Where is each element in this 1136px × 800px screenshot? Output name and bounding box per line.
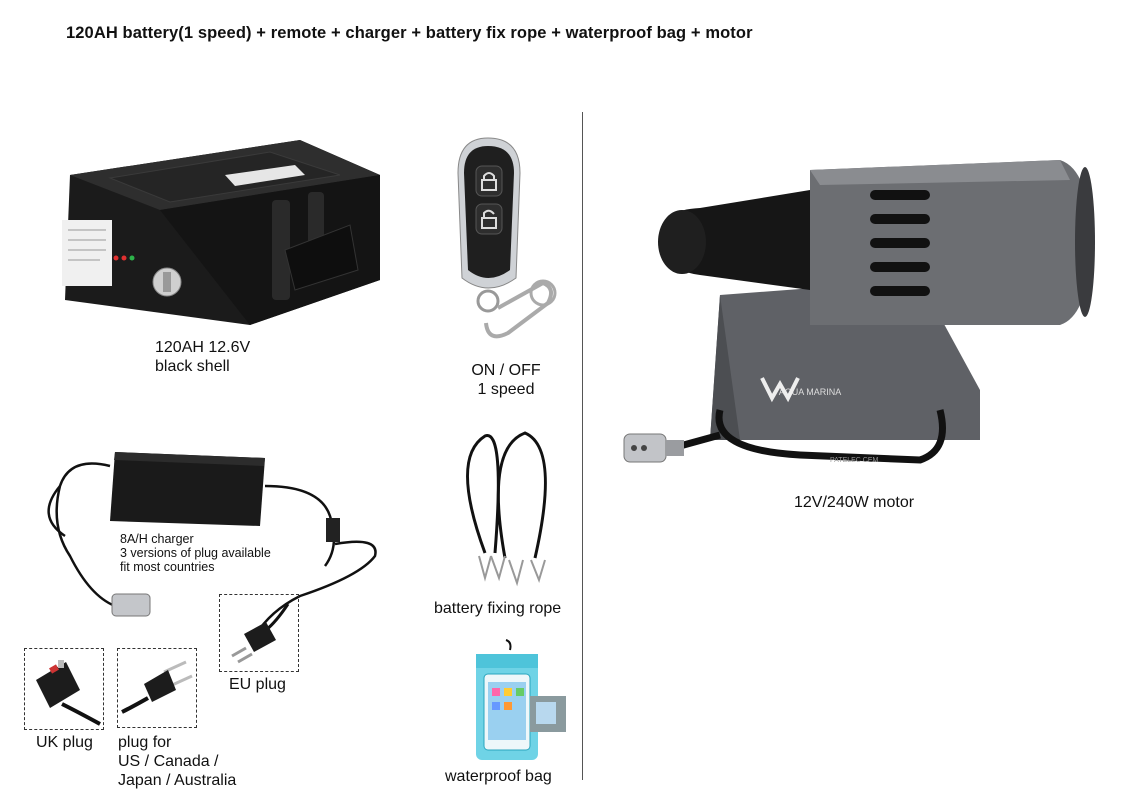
charger-compat: fit most countries xyxy=(120,560,215,574)
battery-spec: 120AH 12.6V xyxy=(155,339,251,356)
remote-control-image xyxy=(457,137,557,339)
uk-plug-label: UK plug xyxy=(36,734,93,751)
uk-plug-icon xyxy=(36,660,101,726)
us-plug-label-2: US / Canada / xyxy=(118,753,219,770)
remote-speed: 1 speed xyxy=(477,381,535,398)
bag-caption: waterproof bag xyxy=(445,768,552,785)
uk-plug-box xyxy=(24,648,104,730)
motor-caption: 12V/240W motor xyxy=(794,494,915,511)
vertical-divider xyxy=(582,112,583,780)
eu-plug-box xyxy=(219,594,299,672)
us-plug-box xyxy=(117,648,197,728)
eu-plug-icon xyxy=(231,603,290,664)
motor-image: AQUA MARINA PATELEC CEM xyxy=(623,160,1095,464)
us-plug-icon xyxy=(121,660,193,714)
waterproof-bag-image xyxy=(476,639,566,760)
fixing-rope-image xyxy=(466,431,547,587)
charger-plug-versions: 3 versions of plug available xyxy=(120,546,271,560)
battery-case-image xyxy=(62,140,380,325)
motor-cable-text: PATELEC CEM xyxy=(830,457,879,464)
eu-plug-label: EU plug xyxy=(229,676,286,693)
battery-shell: black shell xyxy=(155,358,230,375)
us-plug-label-3: Japan / Australia xyxy=(118,772,237,789)
us-plug-label-1: plug for xyxy=(118,734,172,751)
remote-function: ON / OFF xyxy=(471,362,541,379)
charger-image xyxy=(47,452,377,637)
page-title: 120AH battery(1 speed) + remote + charge… xyxy=(66,24,753,42)
motor-logo-text: AQUA MARINA xyxy=(779,387,842,397)
charger-spec: 8A/H charger xyxy=(120,532,194,546)
rope-caption: battery fixing rope xyxy=(434,600,562,617)
